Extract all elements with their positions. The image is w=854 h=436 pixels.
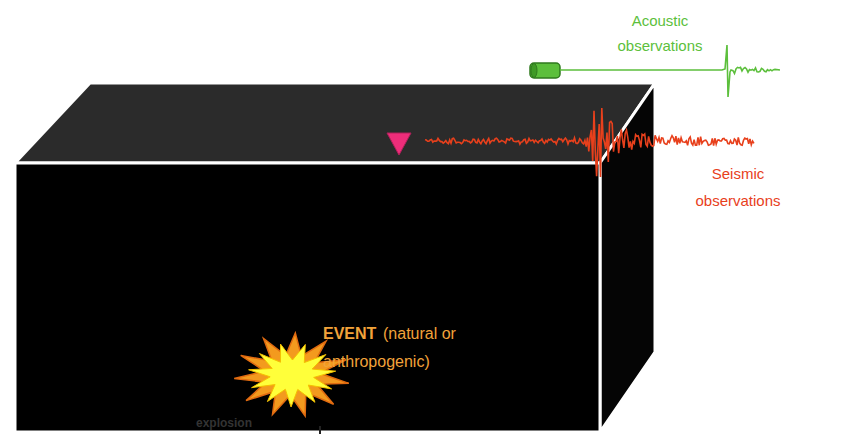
sensor-label: Acoustic observations xyxy=(598,8,722,58)
event-description: (natural or anthropogenic) xyxy=(323,320,488,376)
seismic-trace xyxy=(425,108,754,177)
tick-mark xyxy=(319,426,321,434)
explosion-label: explosion xyxy=(196,415,276,431)
box-top-face xyxy=(15,83,655,163)
sensor-label: Seismic observations xyxy=(674,160,802,214)
box-front-face xyxy=(15,163,600,432)
seismometer-symbol xyxy=(387,133,411,155)
microphone-cap xyxy=(531,64,537,78)
event-title: EVENT xyxy=(323,320,383,348)
explosion-star-inner xyxy=(249,344,336,407)
explosion-star-outer xyxy=(234,333,349,416)
microphone-symbol xyxy=(530,63,560,78)
